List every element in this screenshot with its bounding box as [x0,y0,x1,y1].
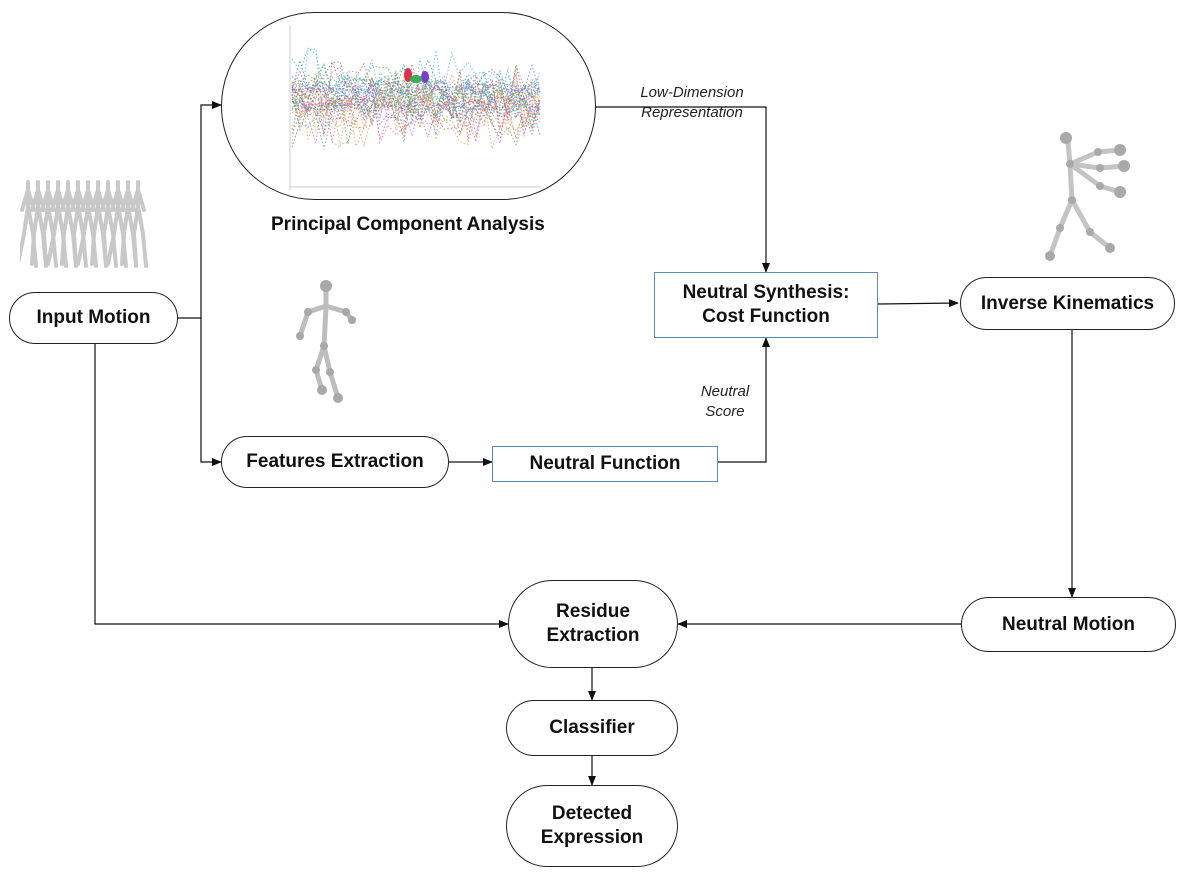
skeleton-bone [20,232,26,265]
pca-trajectory-line [291,81,541,146]
skeleton-bone [86,204,95,236]
skeleton-bone [76,204,85,236]
skeleton-bone [46,232,56,266]
skeleton-bone [56,204,65,236]
skeleton-bone [30,232,36,266]
skeleton-bone [136,204,145,236]
pca-panel [221,12,596,200]
pca-trajectory-line [291,48,541,127]
neutral-synthesis-node: Neutral Synthesis: Cost Function [654,272,878,338]
skeleton-bone [126,204,135,236]
neutral-motion-node: Neutral Motion [961,597,1176,652]
pca-trajectory-line [291,61,541,139]
edge-branch-to-features [200,318,222,466]
skeleton-bone [136,188,146,212]
skeleton-figure-image [296,280,356,403]
skeleton-bone [141,232,148,268]
pca-trajectory-line [291,81,541,130]
pca-trajectory-line [291,63,541,121]
skeleton-bone [46,204,55,236]
pca-trajectory-line [291,62,541,142]
edge-pca-to-synthesis [596,106,770,273]
pca-trajectory-line [291,92,541,116]
skeleton-bone [132,232,138,266]
edge-label-low-dimension: Low-Dimension Representation [640,84,744,121]
edge-label-neutral-score: Neutral Score [700,383,750,420]
pca-trajectory-line [291,79,541,100]
skeleton-bone [42,232,48,266]
features-extraction-node: Features Extraction [221,436,449,488]
edge-branch-to-pca [200,101,222,318]
input-motion-skeletons-image [20,180,148,268]
residue-extraction-node: Residue Extraction [508,580,678,668]
edge-input-to-residue [94,344,509,628]
skeleton-bone [26,204,35,236]
skeleton-bone [60,232,66,266]
pca-trajectory-line [291,75,541,150]
pca-trajectory-line [291,83,541,95]
pca-trajectory-line [291,79,541,132]
skeleton-bone [106,232,116,266]
skeleton-bone [102,232,108,266]
pca-caption: Principal Component Analysis [271,214,545,235]
neutral-function-node: Neutral Function [492,446,718,482]
skeleton-bone [36,204,45,236]
input-motion-node: Input Motion [9,292,178,344]
pca-trajectory-line [291,78,541,93]
inverse-kinematics-node: Inverse Kinematics [960,277,1175,330]
pca-trajectory-line [291,81,541,130]
skeleton-bone [90,232,96,266]
pca-trajectory-line [291,73,541,97]
skeleton-bone [96,204,105,236]
skeleton-bone [116,204,125,236]
classifier-node: Classifier [506,700,678,756]
skeleton-bone [72,232,78,266]
skeleton-bone [120,232,126,266]
edge-synthesis-to-ik [877,299,959,308]
pca-trajectory-line [291,72,541,151]
skeleton-bone [106,204,115,236]
ik-skeleton-image [1045,132,1130,261]
detected-expression-node: Detected Expression [506,785,678,867]
edge-neutral-function-to-synthesis [718,337,770,463]
skeleton-bone [76,232,86,266]
skeleton-bone [66,204,75,236]
pca-trajectory-line [291,73,541,112]
pca-trajectory-line [291,63,541,120]
pca-trajectory-line [291,73,541,126]
pca-plot-image [289,25,541,191]
